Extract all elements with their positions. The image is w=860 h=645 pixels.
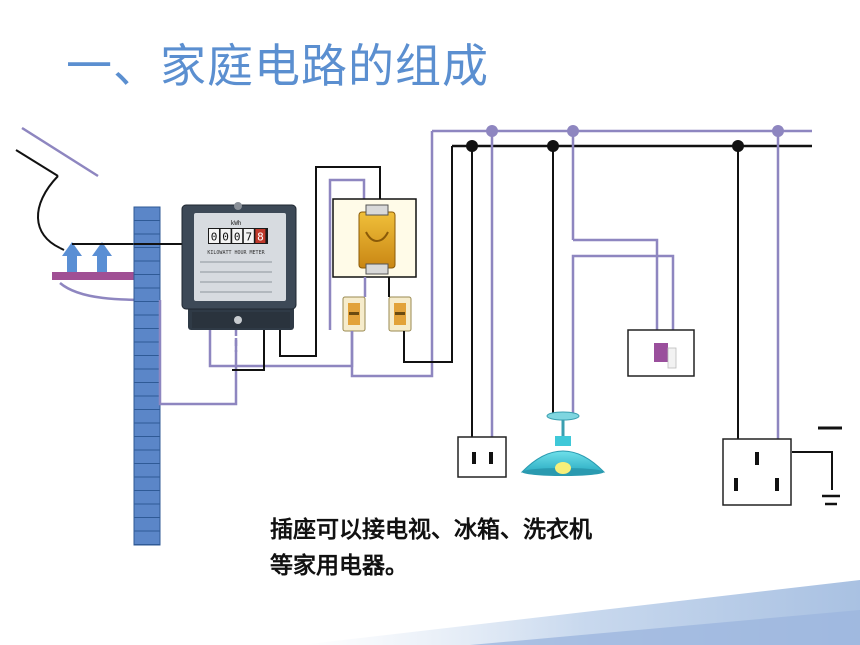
socket-branch-left	[466, 125, 498, 446]
three-pin-socket	[722, 438, 792, 506]
meter-digit: 0	[211, 231, 218, 244]
meter-label: KILOWATT HOUR METER	[207, 250, 265, 256]
meter-digit: 8	[257, 231, 264, 244]
caption-line-2: 等家用电器。	[270, 553, 408, 579]
meter-digit-box	[243, 229, 254, 243]
meter-digit: 7	[245, 231, 252, 244]
two-pin-socket	[457, 436, 507, 478]
meter-digit: 0	[222, 231, 229, 244]
brick-pole	[133, 206, 161, 546]
fuse-right	[388, 296, 412, 332]
meter-digit-box	[220, 229, 231, 243]
meter-digit-box	[209, 229, 219, 243]
meter-digit: 0	[234, 231, 241, 244]
socket-branch-right	[732, 125, 842, 506]
caption: 插座可以接电视、冰箱、洗衣机 等家用电器。	[270, 512, 592, 584]
fuse-left	[342, 296, 366, 332]
caption-line-1: 插座可以接电视、冰箱、洗衣机	[270, 517, 592, 543]
fuse-wiring	[350, 131, 453, 378]
decorative-bottom-band	[300, 580, 860, 645]
light-switch	[627, 329, 695, 377]
page-title: 一、家庭电路的组成	[66, 39, 489, 93]
lamp-branch	[547, 125, 675, 414]
service-drop-lines	[15, 126, 99, 251]
meter-output-wiring	[208, 166, 381, 371]
meter-digit-box	[255, 229, 266, 243]
ceiling-lamp	[520, 411, 606, 476]
meter-digit-box	[232, 229, 243, 243]
main-switch-fuse	[332, 198, 417, 278]
meter-unit: kWh	[231, 220, 242, 227]
